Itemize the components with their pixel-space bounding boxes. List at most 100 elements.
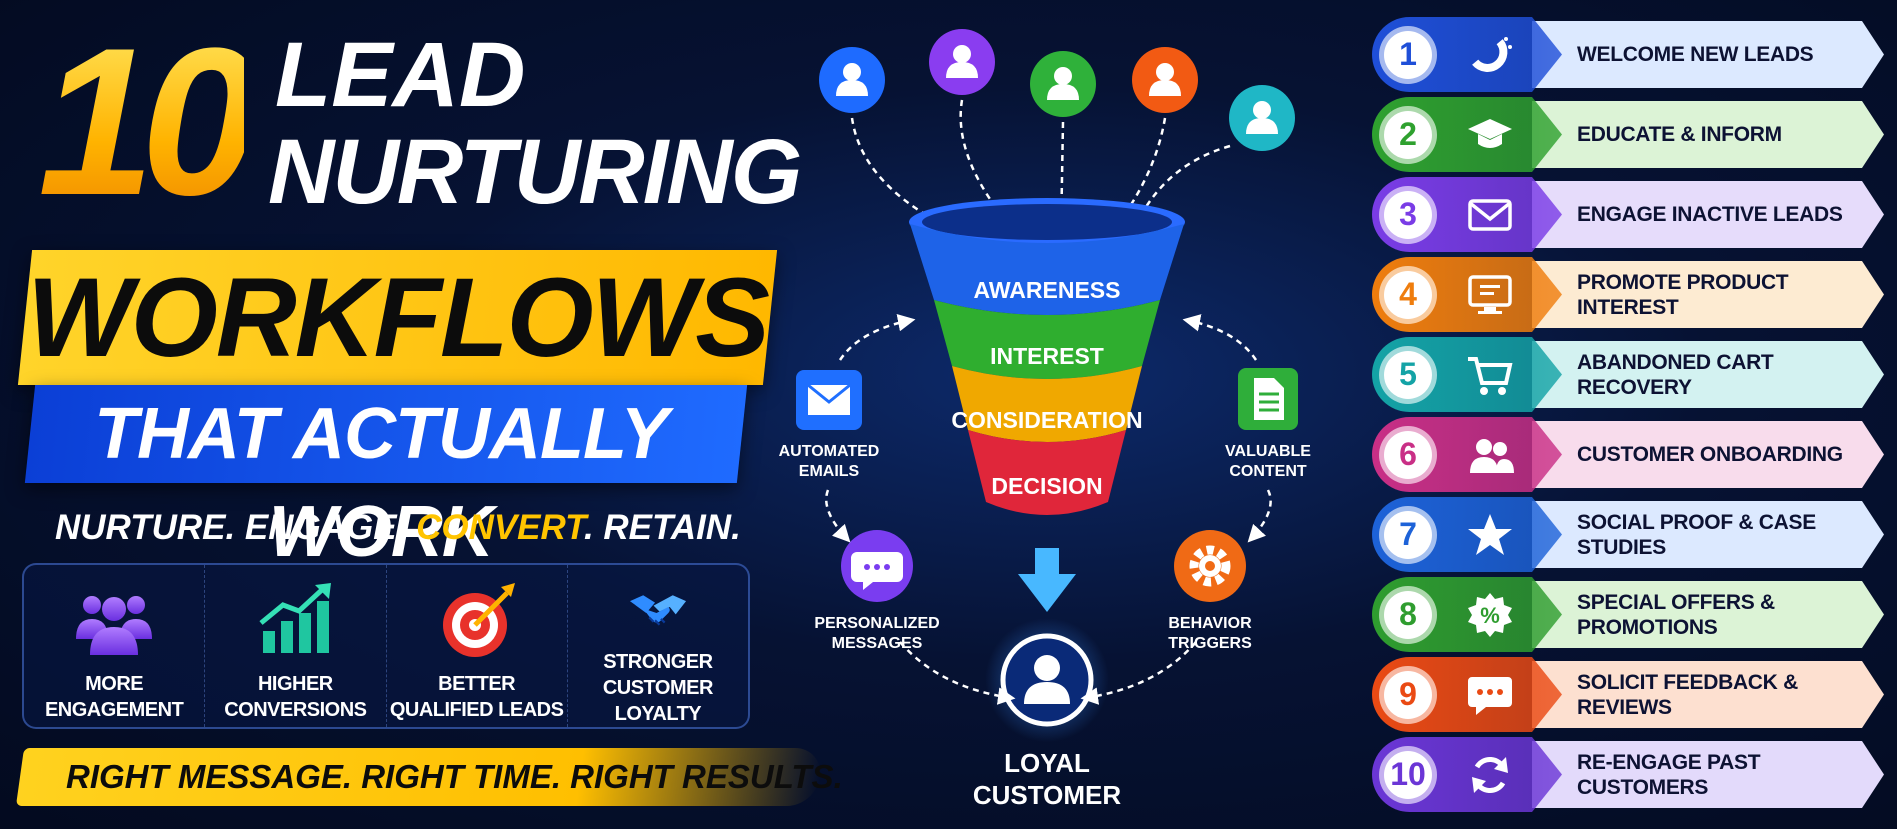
valuable-content-line1: VALUABLE <box>1225 443 1311 460</box>
workflow-label: SOCIAL PROOF & CASE STUDIES <box>1577 510 1816 559</box>
envelope-icon <box>1468 198 1512 231</box>
workflow-label: EDUCATE & INFORM <box>1577 123 1782 146</box>
lead-avatars <box>819 29 1295 151</box>
star-icon <box>1468 513 1512 555</box>
workflow-list: 1 WELCOME NEW LEADS 2 EDUCATE & INFORM 3… <box>1372 17 1884 817</box>
percent-badge-icon: % <box>1468 592 1512 637</box>
title-line-lead: LEAD <box>275 24 526 126</box>
benefit-line1: MORE <box>85 673 144 695</box>
behavior-triggers-line2: TRIGGERS <box>1168 635 1252 652</box>
workflow-label: RE-ENGAGE PAST CUSTOMERS <box>1577 750 1761 799</box>
workflow-number: 2 <box>1379 105 1437 164</box>
workflow-label: ABANDONED CART RECOVERY <box>1577 350 1774 399</box>
bottom-banner-text: RIGHT MESSAGE. RIGHT TIME. RIGHT RESULTS… <box>66 758 843 795</box>
benefit-line2: CUSTOMER LOYALTY <box>602 677 714 725</box>
workflow-item-4: 4 PROMOTE PRODUCT INTEREST <box>1372 257 1884 332</box>
funnel: AWARENESS INTEREST CONSIDERATION DECISIO… <box>909 198 1185 515</box>
handshake-icon <box>629 595 686 626</box>
workflow-item-7: 7 SOCIAL PROOF & CASE STUDIES <box>1372 497 1884 572</box>
title-line-nurturing: NURTURING <box>268 121 802 223</box>
loyal-customer-icon <box>1000 633 1094 727</box>
svg-text:%: % <box>1480 603 1500 628</box>
workflow-number: 3 <box>1379 185 1437 244</box>
tagline-part1: NURTURE. ENGAGE. <box>55 508 417 547</box>
workflow-number: 4 <box>1379 265 1437 324</box>
tagline: NURTURE. ENGAGE. CONVERT. RETAIN. <box>55 508 741 548</box>
workflow-item-9: 9 SOLICIT FEEDBACK & REVIEWS <box>1372 657 1884 732</box>
lead-avatar-1 <box>819 47 885 113</box>
benefit-line1: HIGHER <box>257 673 333 695</box>
workflow-label-bg <box>1532 101 1884 168</box>
tagline-highlight: CONVERT <box>416 508 584 547</box>
growth-chart-icon <box>259 583 332 653</box>
loyal-customer-line1: LOYAL <box>1004 748 1090 778</box>
lead-avatar-5 <box>1229 85 1295 151</box>
bottom-banner: RIGHT MESSAGE. RIGHT TIME. RIGHT RESULTS… <box>15 748 843 806</box>
monitor-icon <box>1468 274 1512 314</box>
funnel-stage-awareness: AWARENESS <box>974 277 1121 303</box>
workflow-number: 5 <box>1379 345 1437 404</box>
benefit-engagement: MORE ENGAGEMENT <box>24 565 206 727</box>
workflow-item-8: 8 % SPECIAL OFFERS & PROMOTIONS <box>1372 577 1884 652</box>
lead-avatar-4 <box>1132 47 1198 113</box>
benefit-line2: ENGAGEMENT <box>44 699 184 721</box>
document-icon <box>1238 368 1298 430</box>
funnel-stage-interest: INTEREST <box>990 343 1104 369</box>
workflow-number: 9 <box>1379 665 1437 724</box>
workflow-item-1: 1 WELCOME NEW LEADS <box>1372 17 1884 92</box>
workflow-label-bg <box>1532 581 1884 648</box>
workflow-item-2: 2 EDUCATE & INFORM <box>1372 97 1884 172</box>
workflow-label: SPECIAL OFFERS & PROMOTIONS <box>1577 590 1775 639</box>
down-arrow-icon <box>1018 548 1076 612</box>
funnel-stage-consideration: CONSIDERATION <box>951 407 1142 433</box>
chat-icon <box>1468 676 1512 715</box>
automated-emails-line1: AUTOMATED <box>779 443 880 460</box>
refresh-icon <box>1472 756 1508 793</box>
workflow-label: ENGAGE INACTIVE LEADS <box>1577 203 1843 226</box>
chat-bubble-icon <box>841 530 913 602</box>
personalized-messages-line1: PERSONALIZED <box>814 615 939 632</box>
cycle-arrows <box>825 314 1272 705</box>
workflow-item-10: 10 RE-ENGAGE PAST CUSTOMERS <box>1372 737 1884 812</box>
benefit-line1: BETTER <box>438 673 516 695</box>
magnet-icon <box>1472 36 1512 72</box>
workflows-banner-text: WORKFLOWS <box>27 255 768 380</box>
benefit-line2: CONVERSIONS <box>224 699 367 721</box>
automated-emails-line2: EMAILS <box>799 463 860 480</box>
actually-work-banner: THAT ACTUALLY WORK <box>24 385 748 572</box>
workflow-item-5: 5 ABANDONED CART RECOVERY <box>1372 337 1884 412</box>
benefit-conversions: HIGHER CONVERSIONS <box>205 565 387 727</box>
workflow-label: SOLICIT FEEDBACK & REVIEWS <box>1577 670 1798 719</box>
workflow-item-3: 3 ENGAGE INACTIVE LEADS <box>1372 177 1884 252</box>
workflow-label: CUSTOMER ONBOARDING <box>1577 443 1843 466</box>
actually-work-banner-text: THAT ACTUALLY WORK <box>94 394 668 572</box>
workflow-label-bg <box>1532 261 1884 328</box>
benefit-line1: STRONGER <box>603 651 713 673</box>
valuable-content-line2: CONTENT <box>1229 463 1307 480</box>
workflow-label-bg <box>1532 181 1884 248</box>
loyal-customer-line2: CUSTOMER <box>973 780 1122 810</box>
title-panel: 10 LEAD NURTURING WORKFLOWS THAT ACTUALL… <box>0 0 843 829</box>
benefit-qualified-leads: BETTER QUALIFIED LEADS <box>387 565 568 727</box>
funnel-diagram: AWARENESS INTEREST CONSIDERATION DECISIO… <box>760 0 1360 829</box>
workflow-number: 10 <box>1379 745 1437 804</box>
benefit-line2: QUALIFIED LEADS <box>389 699 564 721</box>
target-icon <box>442 583 515 657</box>
personalized-messages-line2: MESSAGES <box>832 635 923 652</box>
benefits-box: MORE ENGAGEMENT HIGHER CONVERSIONS BETTER Q… <box>22 563 750 729</box>
benefit-loyalty: STRONGER CUSTOMER LOYALTY <box>568 565 748 727</box>
lead-avatar-3 <box>1030 51 1096 117</box>
workflow-label-bg <box>1532 421 1884 488</box>
group-icon <box>76 596 153 655</box>
workflow-number: 1 <box>1379 25 1437 84</box>
workflow-label-bg <box>1532 21 1884 88</box>
users-icon <box>1470 438 1514 473</box>
gear-icon <box>1174 530 1246 602</box>
envelope-icon <box>796 370 862 430</box>
behavior-triggers-line1: BEHAVIOR <box>1168 615 1252 632</box>
cart-icon <box>1468 356 1513 395</box>
workflow-number: 6 <box>1379 425 1437 484</box>
workflow-label: PROMOTE PRODUCT INTEREST <box>1577 270 1789 319</box>
funnel-stage-decision: DECISION <box>991 473 1102 499</box>
graduation-cap-icon <box>1468 118 1512 148</box>
